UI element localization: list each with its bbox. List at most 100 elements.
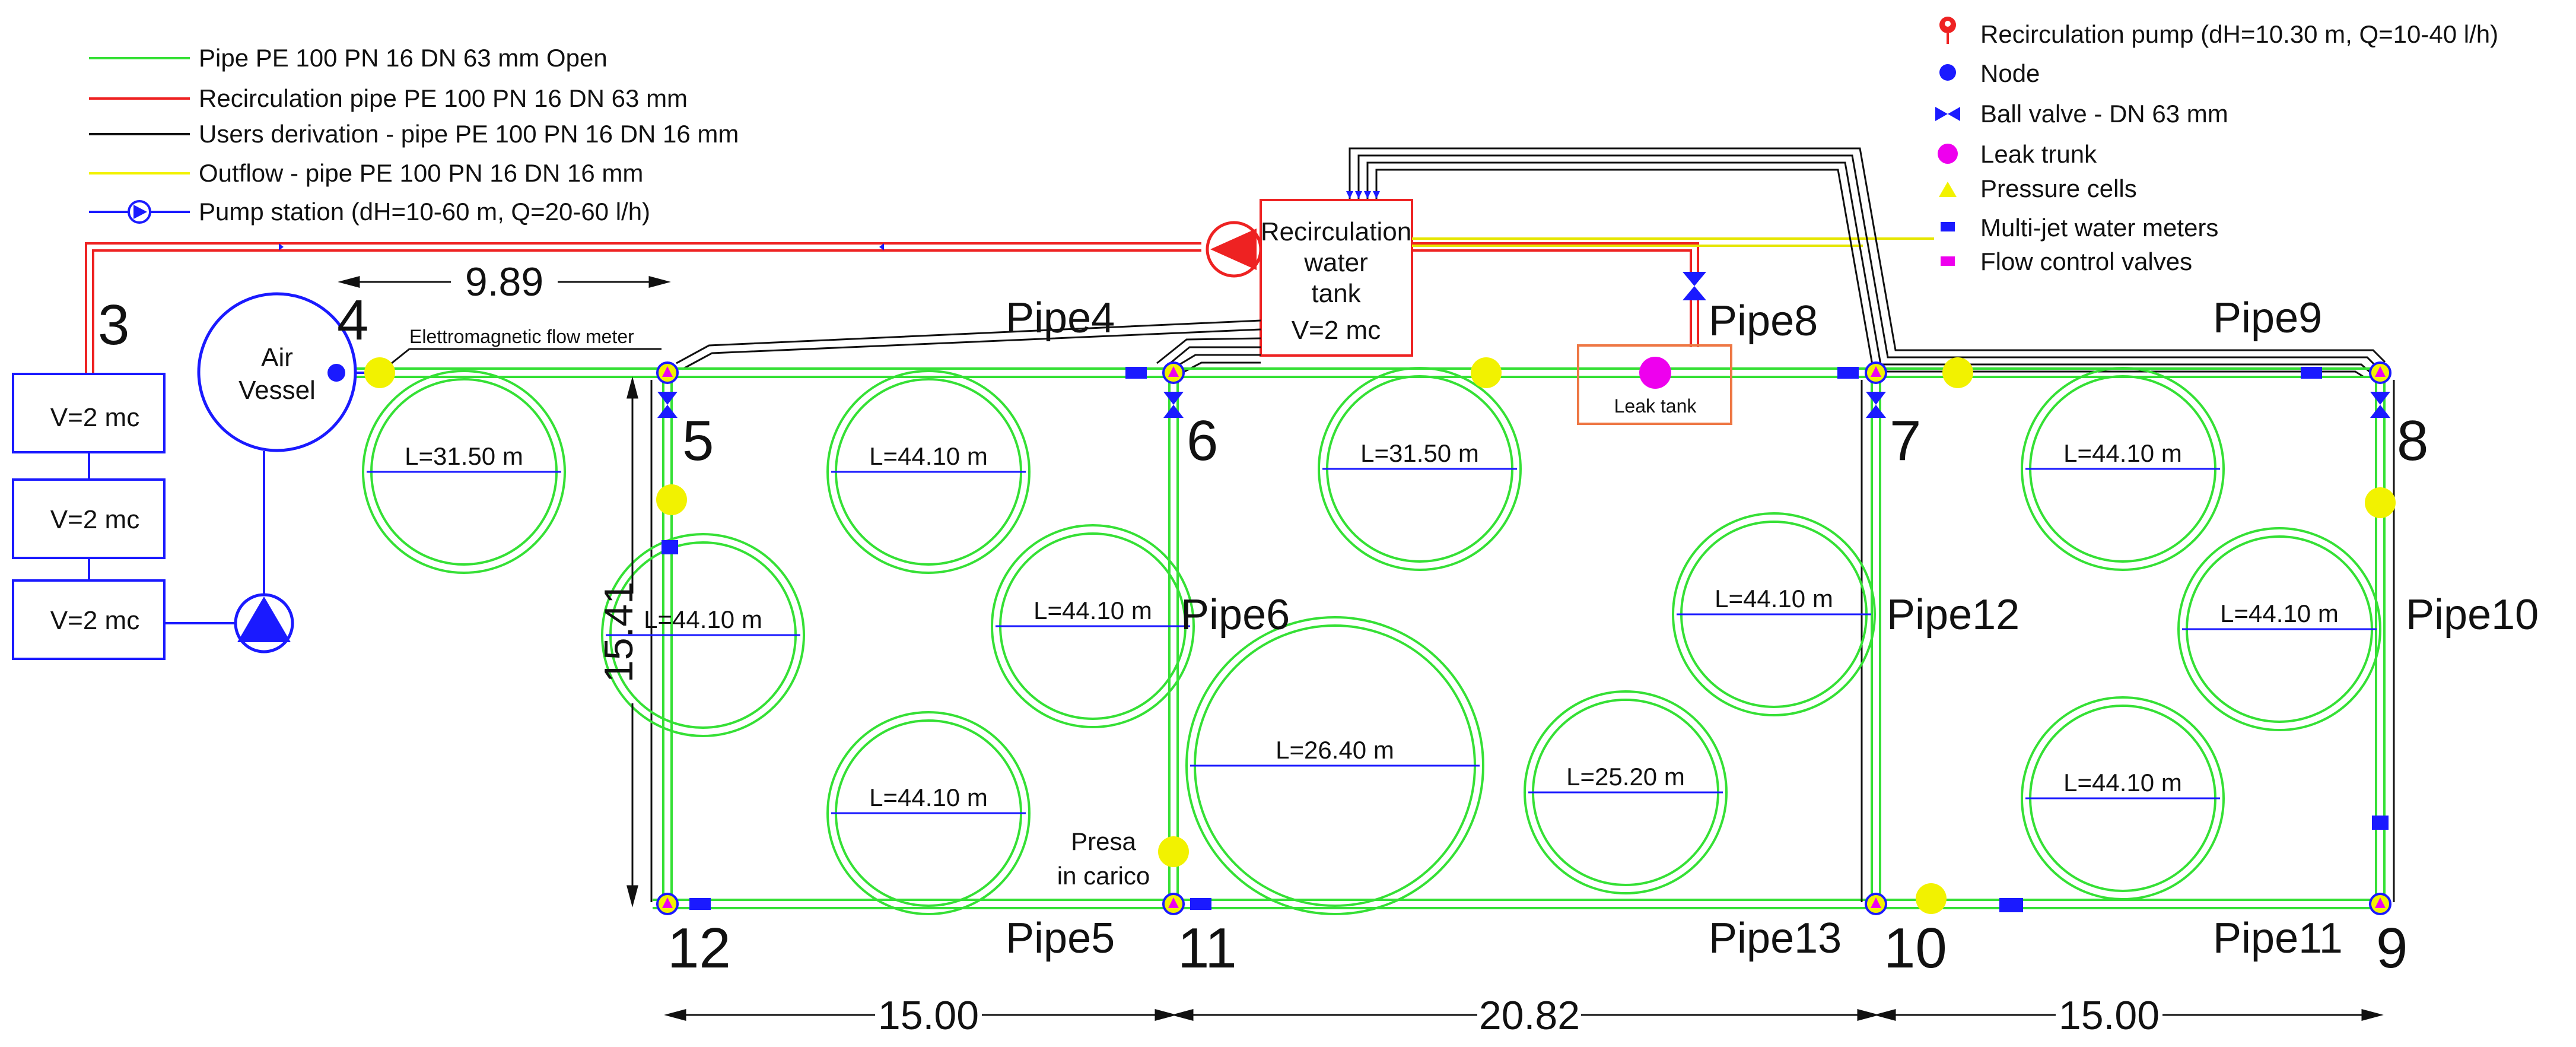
node-label-8: 8 — [2397, 409, 2428, 472]
coil-4: L=44.10 m — [991, 524, 1195, 728]
pressure-cell-icon — [656, 484, 687, 515]
water-meter-icon — [1999, 898, 2023, 912]
legend-label-pump-station: Pump station (dH=10-60 m, Q=20-60 l/h) — [199, 198, 650, 226]
node-label-6: 6 — [1187, 409, 1218, 472]
recirculation-pump-icon — [1939, 17, 1956, 44]
water-meter-icon — [1125, 367, 1147, 379]
flow-arrow-marker — [279, 243, 284, 250]
flow-control-valve-icon — [1941, 256, 1955, 266]
coil-length-label: L=44.10 m — [2220, 599, 2339, 627]
water-meter-icon — [2372, 816, 2389, 830]
recirculation-pump — [1206, 221, 1262, 278]
recirculation-tank-line4: V=2 mc — [1292, 316, 1381, 345]
coil-5: L=44.10 m — [826, 711, 1031, 915]
leak-trunk-icon — [1639, 357, 1671, 389]
pipe-label-5: Pipe5 — [1006, 915, 1115, 962]
ball-valve-icon — [1163, 392, 1184, 418]
presa-line1: Presa — [1071, 827, 1136, 855]
node-label-11: 11 — [1178, 916, 1237, 980]
water-meter-icon — [1190, 898, 1211, 910]
coil-length-label: L=31.50 m — [1360, 439, 1479, 467]
derivation-arrows — [1346, 191, 1380, 199]
tank-volume-1: V=2 mc — [50, 403, 139, 432]
recirculation-pipe — [85, 242, 1699, 374]
node-label-10: 10 — [1884, 916, 1947, 980]
pipe-label-6: Pipe6 — [1181, 591, 1290, 639]
node-label-3: 3 — [98, 293, 129, 357]
legend-label-leak-trunk: Leak trunk — [1980, 140, 2097, 168]
dimension-bottom-right: 15.00 — [2059, 993, 2160, 1038]
legend-label-recirculation-pipe: Recirculation pipe PE 100 PN 16 DN 63 mm — [199, 84, 688, 112]
legend-label-open-pipe: Pipe PE 100 PN 16 DN 63 mm Open — [199, 44, 608, 72]
pipe-coils: L=31.50 m L=44.10 m L=44.10 m L=44.10 m L=44… — [362, 367, 2381, 915]
recirculation-water-tank — [1260, 199, 1413, 357]
node-10-marker — [1865, 893, 1887, 915]
tank-volume-2: V=2 mc — [50, 505, 139, 534]
coil-length-label: L=44.10 m — [2063, 769, 2182, 797]
node-icon — [1939, 64, 1956, 81]
dimension-lines — [338, 276, 2384, 1021]
coil-length-label: L=26.40 m — [1276, 736, 1394, 764]
air-vessel-line1: Air — [261, 343, 293, 372]
ball-valve-icon — [1866, 392, 1886, 418]
coil-3: L=44.10 m — [601, 533, 805, 737]
dimension-top: 9.89 — [465, 259, 543, 304]
air-vessel-line2: Vessel — [238, 376, 316, 405]
coil-length-label: L=25.20 m — [1566, 763, 1685, 791]
node-label-12: 12 — [667, 916, 731, 980]
legend-right: Recirculation pump (dH=10.30 m, Q=10-40 … — [1935, 17, 2498, 275]
ball-valve-pipe8 — [1683, 272, 1706, 300]
coil-length-label: L=44.10 m — [1715, 585, 1833, 613]
ball-valve-icon — [657, 392, 678, 418]
coil-7: L=44.10 m — [1672, 512, 1876, 716]
coil-length-label: L=44.10 m — [1033, 597, 1152, 624]
pressure-cell-icon — [1471, 357, 1502, 388]
ball-valve-icon — [1935, 107, 1960, 121]
legend-label-water-meters: Multi-jet water meters — [1980, 214, 2218, 242]
coil-length-label: L=44.10 m — [2063, 439, 2182, 467]
pressure-cell-icon — [1939, 182, 1957, 197]
storage-tanks — [12, 373, 166, 660]
node-5-marker — [656, 361, 679, 384]
node-6-marker — [1162, 361, 1185, 384]
water-meter-icon — [1941, 222, 1955, 231]
coil-6: L=31.50 m — [1318, 367, 1522, 571]
dimension-bottom-middle: 20.82 — [1479, 993, 1580, 1038]
water-meter-icon — [2301, 367, 2322, 379]
ball-valves — [657, 392, 2390, 418]
coil-8: L=26.40 m — [1185, 616, 1484, 915]
dimension-bottom-left: 15.00 — [878, 993, 979, 1038]
coil-9: L=25.20 m — [1524, 690, 1728, 894]
pressure-cell-icon — [1158, 836, 1189, 867]
legend-label-pressure-cells: Pressure cells — [1980, 174, 2137, 202]
pipe-label-13: Pipe13 — [1709, 915, 1842, 962]
pressure-cell-icon — [1916, 883, 1947, 914]
recirculation-tank-line1: Recirculation — [1261, 217, 1411, 246]
coil-length-label: L=44.10 m — [869, 783, 988, 811]
water-meter-icon — [689, 898, 711, 910]
coil-12: L=44.10 m — [2021, 696, 2225, 900]
node-12-marker — [656, 893, 679, 915]
leak-tank — [1577, 344, 1732, 425]
legend-label-node: Node — [1980, 59, 2040, 87]
legend-pump-station-symbol — [89, 200, 190, 224]
water-meter-icon — [1837, 367, 1859, 379]
network-nodes — [656, 361, 2391, 915]
water-meters — [662, 367, 2389, 912]
legend-label-outflow: Outflow - pipe PE 100 PN 16 DN 16 mm — [199, 159, 643, 187]
leak-tank-label: Leak tank — [1614, 395, 1697, 417]
coil-length-label: L=44.10 m — [644, 605, 762, 633]
coil-1: L=31.50 m — [362, 370, 566, 574]
main-pipe-network — [356, 367, 2386, 909]
water-meter-icon — [662, 540, 678, 554]
coil-length-label: L=31.50 m — [405, 442, 523, 470]
pump-station — [234, 593, 294, 653]
node-label-9: 9 — [2376, 916, 2408, 980]
legend-label-users-derivation: Users derivation - pipe PE 100 PN 16 DN … — [199, 120, 739, 148]
node-8-marker — [2369, 361, 2391, 384]
legend-label-ball-valve: Ball valve - DN 63 mm — [1980, 100, 2228, 128]
node-label-4: 4 — [337, 288, 368, 352]
outflow-pipe — [1412, 237, 1934, 247]
node-label-7: 7 — [1890, 409, 1921, 472]
node-11-marker — [1162, 893, 1185, 915]
